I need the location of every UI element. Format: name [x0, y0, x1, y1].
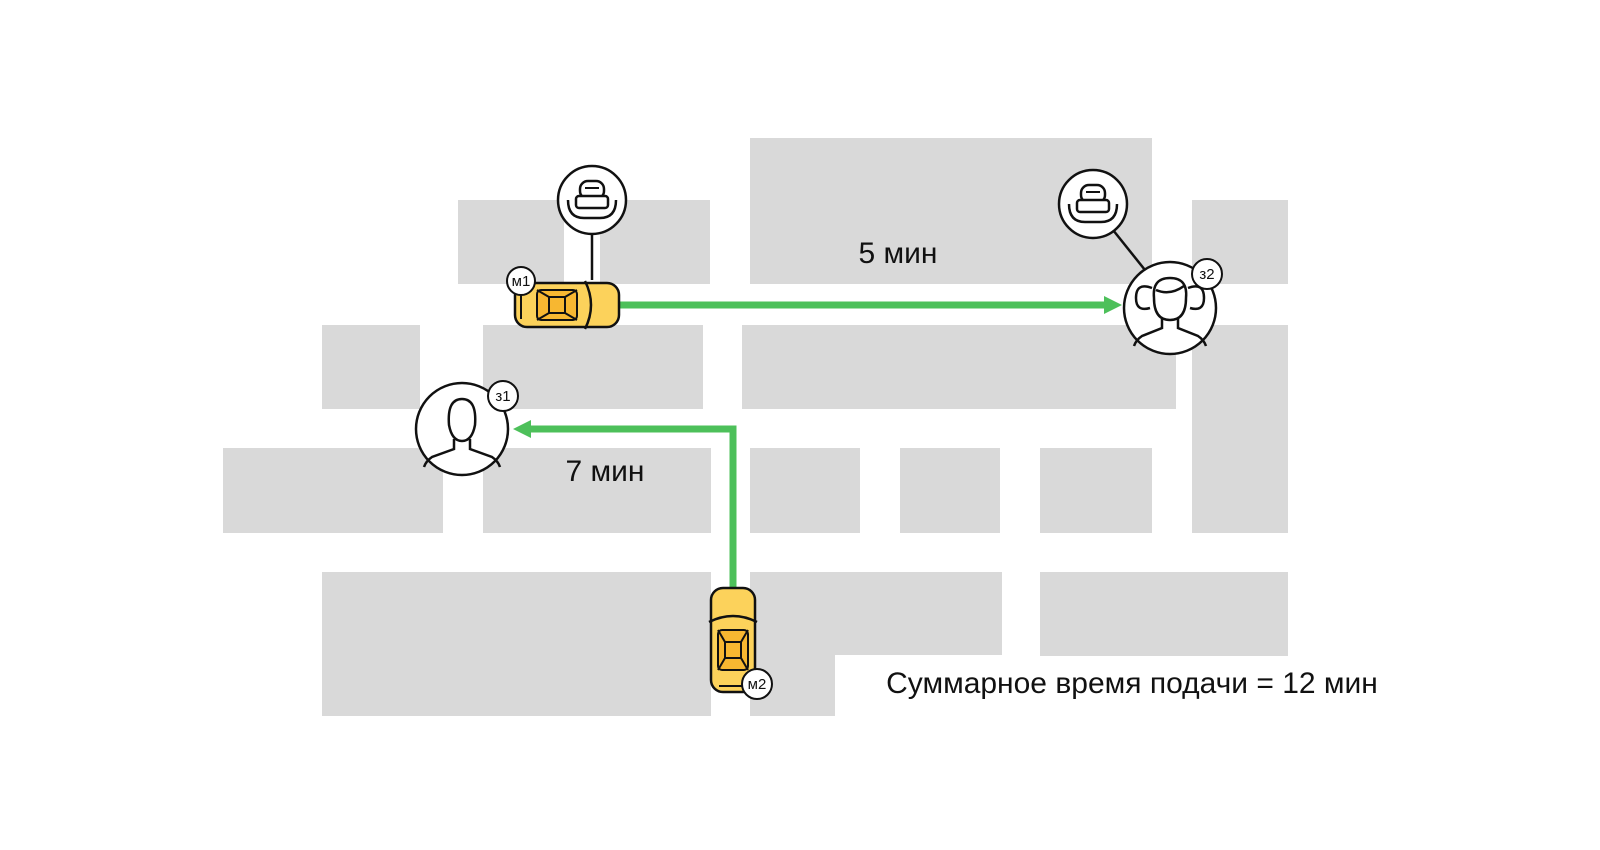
- arrow-head-icon: [513, 420, 531, 438]
- car-badge-m1: м1: [506, 266, 536, 296]
- route-m2-to-z1: [513, 420, 737, 600]
- svg-text:з1: з1: [495, 388, 510, 405]
- city-block: [1040, 572, 1288, 656]
- route-time-label: 5 мин: [859, 237, 938, 270]
- route-time-label: 7 мин: [566, 455, 645, 488]
- client-badge-z2: з2: [1191, 258, 1223, 290]
- svg-text:м2: м2: [748, 676, 767, 693]
- client-z1: [414, 381, 510, 477]
- city-block: [750, 572, 1002, 716]
- svg-text:м1: м1: [512, 273, 531, 290]
- child-seat-badge: [556, 164, 628, 236]
- girl-icon: [1132, 276, 1208, 347]
- car-badge-m2: м2: [741, 668, 773, 700]
- client-badge-z1: з1: [487, 380, 519, 412]
- city-block: [483, 448, 711, 533]
- child-seat-badge: [1057, 168, 1129, 240]
- city-block: [223, 448, 443, 533]
- city-block: [900, 448, 1000, 533]
- city-block: [322, 325, 420, 409]
- city-block: [1192, 325, 1288, 533]
- city-blocks: [223, 138, 1288, 716]
- arrow-head-icon: [1104, 296, 1122, 314]
- man-icon: [422, 397, 502, 468]
- connector-line: [1112, 229, 1146, 271]
- client-z2: [1122, 260, 1218, 356]
- city-block: [742, 325, 1176, 409]
- city-block: [750, 448, 860, 533]
- total-time-summary: Суммарное время подачи = 12 мин: [886, 667, 1378, 700]
- city-block: [322, 572, 711, 716]
- svg-text:з2: з2: [1199, 266, 1214, 283]
- route-m1-to-z2: [610, 296, 1122, 314]
- city-block: [1040, 448, 1152, 533]
- city-block: [483, 325, 703, 409]
